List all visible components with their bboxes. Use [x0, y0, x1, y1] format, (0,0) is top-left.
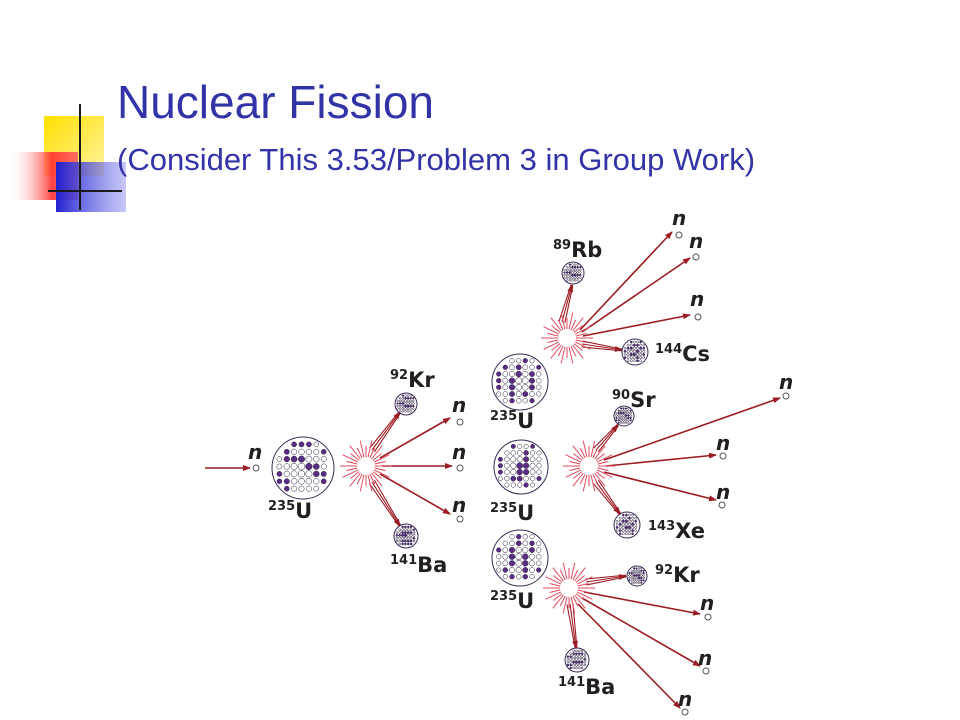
label-u235-top: 235U — [490, 409, 534, 433]
arrow-mid-n2 — [605, 452, 717, 467]
label-xe143: 143Xe — [648, 519, 705, 543]
neutron-label: n — [248, 440, 262, 464]
neutron-mid-1: n — [779, 370, 793, 400]
neutron-label: n — [700, 591, 714, 615]
arrow-top-n2 — [581, 257, 691, 333]
nucleus-u235-top — [491, 353, 549, 411]
trail-kr92-b — [585, 574, 627, 586]
nucleus-u235-initial — [271, 436, 335, 500]
neutron-top-3: n — [690, 287, 704, 321]
incoming-neutron: n — [248, 440, 262, 472]
neutron-s1-1: n — [452, 393, 466, 426]
neutron-label: n — [672, 206, 686, 230]
label-kr92-a: 92Kr — [390, 368, 435, 392]
label-kr92-b: 92Kr — [655, 563, 700, 587]
nucleus-sr90 — [613, 405, 635, 427]
neutron-mid-3: n — [716, 480, 730, 509]
neutron-label: n — [689, 229, 703, 253]
label-u235-bottom: 235U — [490, 589, 534, 613]
label-ba141-a: 141Ba — [390, 553, 447, 577]
burst-bottom — [543, 562, 595, 614]
burst-stage-1 — [340, 440, 392, 492]
neutron-top-1: n — [672, 206, 686, 239]
label-cs144: 144Cs — [655, 342, 710, 366]
neutron-arrows — [205, 231, 781, 709]
fission-bursts — [340, 312, 615, 614]
slide-subtitle: (Consider This 3.53/Problem 3 in Group W… — [117, 142, 756, 177]
arrow-s1-n1 — [379, 417, 451, 459]
nucleus-u235-bottom — [491, 529, 549, 587]
blue-square — [56, 162, 126, 212]
neutron-bot-3: n — [678, 687, 692, 716]
nucleus-ba141-b — [564, 647, 590, 673]
arrow-bot-n2 — [581, 597, 701, 667]
arrow-bot-n1 — [583, 591, 701, 616]
neutron-label: n — [452, 440, 466, 464]
burst-middle — [563, 440, 615, 492]
neutron-mid-2: n — [716, 431, 730, 460]
arrow-s1-n3 — [379, 473, 451, 515]
nucleus-xe143 — [613, 511, 641, 539]
arrow-mid-n3 — [603, 471, 717, 502]
arrow-bot-n3 — [577, 603, 681, 709]
nucleus-cs144 — [621, 338, 649, 366]
trail-cs144 — [581, 340, 623, 352]
trail-ba141-a — [369, 480, 402, 527]
nucleus-rb89 — [561, 261, 585, 285]
arrow-top-n3 — [582, 313, 691, 337]
neutron-top-2: n — [689, 229, 703, 261]
nucleus-u235-middle — [493, 439, 549, 495]
nuclei — [271, 261, 649, 673]
label-rb89: 89Rb — [553, 238, 602, 262]
label-ba141-b: 141Ba — [558, 675, 615, 699]
neutron-bot-2: n — [698, 646, 712, 675]
neutron-label: n — [452, 393, 466, 417]
neutron-s1-3: n — [452, 493, 466, 523]
label-u235-initial: 235U — [268, 499, 312, 523]
neutron-label: n — [716, 431, 730, 455]
neutron-label: n — [452, 493, 466, 517]
neutron-label: n — [690, 287, 704, 311]
labels: n235Unnn92Kr141Ba235U235U235Unnn89Rb144C… — [248, 206, 793, 716]
neutron-label: n — [716, 480, 730, 504]
trail-kr92-a — [369, 411, 402, 453]
slide-title: Nuclear Fission — [117, 76, 434, 128]
nucleus-ba141-a — [393, 523, 419, 549]
label-u235-middle: 235U — [490, 501, 534, 525]
arrow-top-n1 — [579, 231, 673, 331]
neutron-s1-2: n — [452, 440, 466, 472]
nucleus-kr92-a — [394, 392, 418, 416]
neutron-label: n — [698, 646, 712, 670]
nucleus-kr92-b — [626, 565, 648, 587]
trail-sr90 — [593, 424, 620, 453]
corner-decoration — [12, 104, 126, 212]
trail-ba141-b — [566, 603, 579, 649]
neutron-label: n — [779, 370, 793, 394]
arrow-mid-n1 — [603, 397, 781, 461]
burst-top — [541, 312, 593, 364]
trail-xe143 — [593, 479, 622, 515]
neutron-label: n — [678, 687, 692, 711]
trail-rb89 — [558, 284, 574, 323]
label-sr90: 90Sr — [612, 388, 656, 412]
neutron-bot-1: n — [700, 591, 714, 621]
